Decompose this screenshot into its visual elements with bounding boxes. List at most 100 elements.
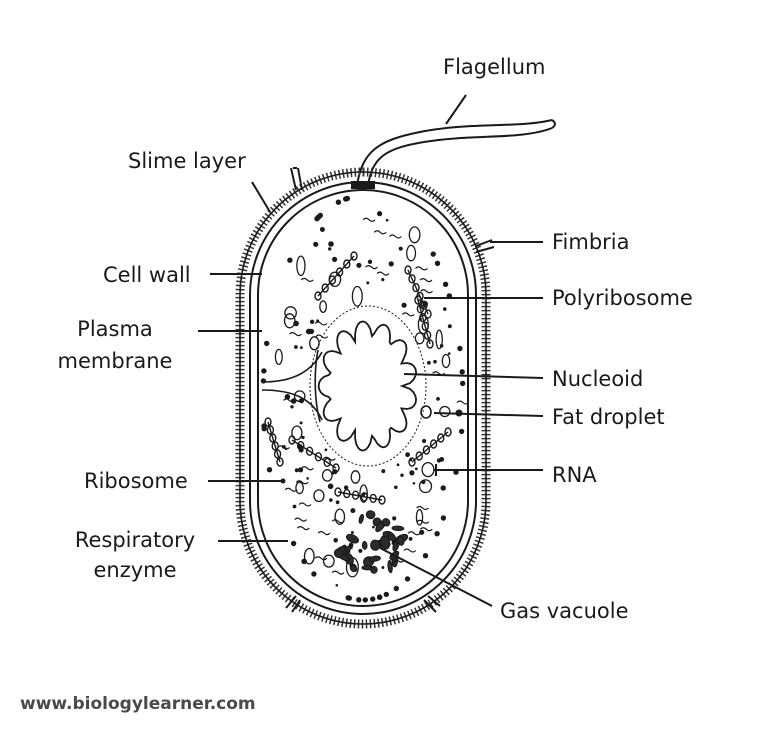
respiratory-enzyme-dot: [335, 199, 342, 205]
ribosome-loop: [429, 439, 438, 449]
label-polyribosome: Polyribosome: [552, 286, 693, 310]
granule: [331, 471, 335, 475]
granule: [365, 265, 378, 270]
respiratory-enzyme-dot: [362, 597, 368, 603]
granule: [319, 300, 328, 313]
ribosome-loop: [415, 451, 423, 461]
granule: [294, 517, 308, 522]
respiratory-enzyme-dot: [383, 591, 389, 598]
respiratory-enzyme-dot: [460, 380, 466, 387]
granule: [295, 481, 304, 495]
granule: [343, 485, 349, 490]
granule: [405, 452, 411, 458]
respiratory-enzyme-dot: [260, 378, 267, 384]
granule: [290, 405, 294, 409]
granule: [439, 344, 444, 348]
granule: [328, 241, 334, 247]
granule: [335, 500, 340, 505]
granule: [300, 466, 314, 471]
respiratory-enzyme-dot: [317, 212, 323, 219]
granule: [322, 554, 335, 568]
granule: [334, 508, 346, 525]
granule: [436, 397, 440, 401]
granule: [416, 505, 430, 511]
granule: [422, 301, 429, 307]
granule: [415, 508, 424, 526]
fimbria-structures: [285, 167, 495, 613]
granule: [447, 352, 451, 355]
granule: [314, 556, 328, 561]
label-plasma-membrane-line1: Plasma: [77, 317, 153, 341]
mrna-strand: [411, 431, 449, 463]
website-footer: www.biologylearner.com: [20, 694, 256, 714]
ribosome-loop: [350, 251, 358, 261]
granule: [317, 531, 331, 536]
respiratory-enzyme-dot: [458, 428, 465, 435]
mrna-strand: [407, 269, 429, 315]
granule: [322, 456, 336, 461]
ribosome-loop: [269, 433, 277, 443]
ribosome-loop: [266, 425, 275, 435]
ribosome-loop: [264, 417, 272, 427]
granule: [396, 463, 400, 467]
granule: [350, 508, 356, 514]
respiratory-enzyme-dot: [311, 571, 317, 577]
label-fat-droplet: Fat droplet: [552, 405, 665, 429]
ribosome-loop: [314, 452, 323, 462]
granule: [373, 230, 387, 235]
label-respiratory-enzyme-line2: enzyme: [93, 558, 177, 582]
respiratory-enzyme-dot: [377, 594, 383, 600]
granule: [293, 320, 299, 327]
granule: [433, 359, 437, 364]
gas-vesicle: [365, 510, 376, 520]
granule: [427, 360, 431, 365]
label-cell-wall: Cell wall: [103, 263, 191, 287]
mrna-strand: [417, 299, 431, 345]
gas-vesicle: [344, 545, 352, 552]
granule: [388, 261, 394, 267]
gas-vesicle: [382, 518, 391, 527]
granule: [294, 468, 299, 473]
nucleoid-structure: [309, 305, 427, 467]
granule: [415, 266, 428, 271]
granule: [407, 531, 421, 536]
granule: [406, 244, 417, 262]
flagellum-structure: [351, 119, 556, 189]
leader-lines: [198, 94, 544, 607]
granule: [283, 313, 296, 329]
granule: [298, 467, 304, 473]
cytoplasmic-granules: [260, 195, 470, 603]
granule: [361, 492, 366, 497]
ribosome-loop: [323, 457, 331, 468]
granule: [350, 531, 354, 534]
granule: [290, 398, 297, 404]
granule: [439, 457, 445, 462]
ribosome-loop: [444, 427, 452, 437]
fat-droplet-structure: [420, 405, 432, 419]
granule: [419, 527, 433, 532]
granule: [351, 285, 363, 307]
ribosome-loop: [412, 282, 420, 293]
granule: [332, 256, 338, 262]
respiratory-enzyme-dot: [314, 216, 320, 222]
gas-vesicle: [361, 541, 368, 550]
granule: [291, 425, 303, 441]
granule: [435, 329, 443, 350]
granule: [419, 529, 425, 535]
cell-wall-structure: [249, 181, 477, 615]
ribosome-loop: [273, 449, 282, 459]
label-fimbria: Fimbria: [552, 230, 630, 254]
granule: [321, 469, 333, 482]
granule: [284, 306, 297, 320]
granule: [324, 448, 328, 452]
granule: [392, 516, 397, 521]
granule: [403, 548, 417, 553]
granule: [362, 217, 376, 222]
gas-vesicle: [333, 548, 344, 559]
gas-vesicle: [370, 565, 378, 574]
granule: [294, 345, 298, 349]
label-respiratory-enzyme-line1: Respiratory: [74, 528, 196, 552]
granule: [333, 538, 339, 543]
gas-vesicle: [382, 530, 390, 538]
